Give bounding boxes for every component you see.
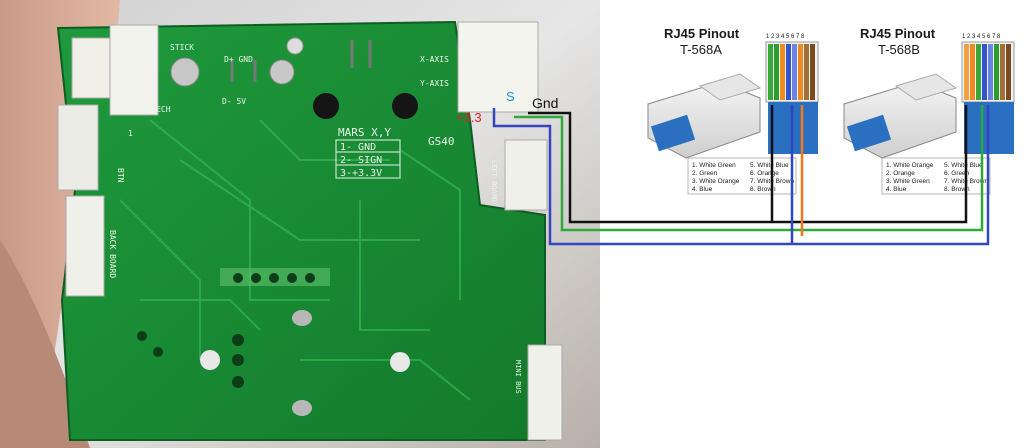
potentiometer-left [313, 93, 339, 119]
mars-line-3: 3-+3.3V [340, 168, 382, 179]
legend-a-3: 3. White Orange [692, 178, 740, 185]
silk-mini-bus: MINI BUS [514, 360, 522, 394]
wire-signal-green [514, 105, 984, 232]
silk-stick: STICK [170, 43, 194, 52]
legend-a-8: 8. Brown [750, 186, 776, 193]
legend-a-6: 6. Orange [750, 170, 779, 177]
pinout-a-subtitle: T-568A [680, 42, 722, 57]
pinout-a-legend: 1. White Green 2. Green 3. White Orange … [687, 157, 797, 195]
legend-b-8: 8. Brown [944, 186, 970, 193]
legend-b-2: 2. Orange [886, 170, 915, 177]
pinout-t568a: RJ45 Pinout T-568A 1 2 3 4 5 6 7 8 1. Wh… [647, 26, 819, 195]
wiring [492, 105, 990, 246]
back-board-connector [65, 195, 105, 297]
legend-b-6: 6. Green [944, 170, 970, 177]
pinout-b-pin-numbers: 1 2 3 4 5 6 7 8 [962, 34, 1001, 40]
silk-y-axis: Y-AXIS [420, 79, 449, 88]
legend-b-5: 5. White Blue [944, 162, 983, 169]
legend-a-2: 2. Green [692, 170, 718, 177]
silk-x-axis: X-AXIS [420, 55, 449, 64]
legend-b-3: 3. White Green [886, 178, 930, 185]
pinout-a-color-strips [765, 41, 819, 154]
legend-b-1: 1. White Orange [886, 162, 934, 169]
mini-bus-connector [527, 344, 563, 441]
silk-btn: BTN [116, 168, 125, 183]
potentiometer-right [392, 93, 418, 119]
mars-line-2: 2- SIGN [340, 155, 382, 166]
legend-a-1: 1. White Green [692, 162, 736, 169]
wire-gnd-black [528, 105, 968, 224]
silk-back-board: BACK BOARD [108, 230, 117, 278]
legend-b-4: 4. Blue [886, 186, 907, 193]
pinout-b-title: RJ45 Pinout [860, 26, 936, 41]
silk-dminus-5v: D- 5V [222, 97, 246, 106]
silk-gs40: GS40 [428, 135, 455, 148]
pinout-b-legend: 1. White Orange 2. Orange 3. White Green… [881, 157, 991, 195]
pcb-photo: STICK LOGITECH D+ GND D- 5V X-AXIS Y-AXI… [0, 0, 600, 448]
legend-a-5: 5. White Blue [750, 162, 789, 169]
label-plus-3v3: +3.3 [456, 110, 482, 125]
pinout-a-pin-numbers: 1 2 3 4 5 6 7 8 [766, 34, 805, 40]
silk-logitech: LOGITECH [132, 105, 171, 114]
label-signal: S [506, 89, 515, 104]
label-gnd: Gnd [532, 95, 558, 111]
mars-title: MARS X,Y [338, 126, 391, 139]
mars-pin-box: MARS X,Y 1- GND 2- SIGN 3-+3.3V [335, 126, 401, 179]
legend-a-4: 4. Blue [692, 186, 713, 193]
mars-line-1: 1- GND [340, 142, 376, 153]
xy-connector [457, 21, 539, 113]
silk-dplus-gnd: D+ GND [224, 55, 253, 64]
silk-one: 1 [128, 129, 133, 138]
left-board-connector [504, 139, 548, 211]
pinout-b-subtitle: T-568B [878, 42, 920, 57]
wire-3v3-blue [492, 105, 990, 246]
pinout-a-title: RJ45 Pinout [664, 26, 740, 41]
silk-left-board: LEFT BOARD [490, 160, 498, 202]
